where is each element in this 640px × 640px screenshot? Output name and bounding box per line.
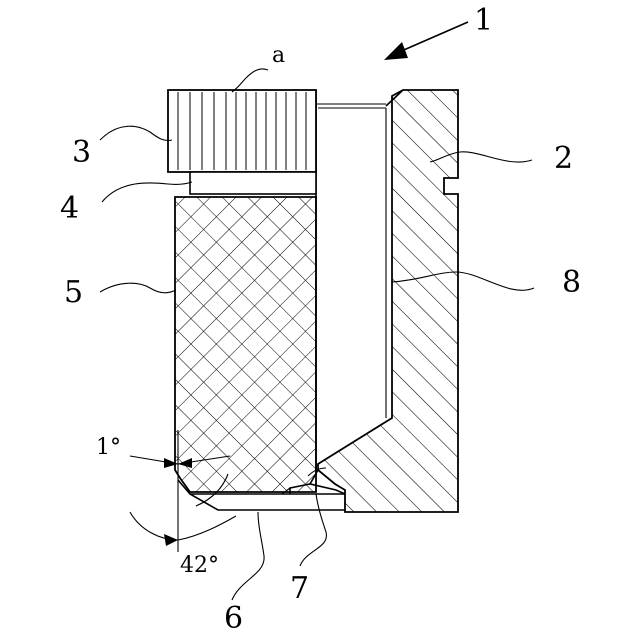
label-part2: 2: [554, 141, 573, 176]
leader-lines: [100, 69, 534, 600]
knurled-cap: [168, 90, 316, 172]
leader-5: [100, 283, 176, 293]
label-part1: 1: [474, 3, 493, 38]
mesh-core: [175, 197, 316, 492]
label-part7: 7: [290, 571, 309, 606]
leader-6: [232, 512, 264, 600]
part1-arrow: [384, 22, 468, 60]
label-part8: 8: [562, 265, 581, 300]
inner-channel: [316, 90, 403, 470]
label-angle-42: 42°: [180, 553, 219, 578]
leader-7: [300, 494, 326, 566]
label-angle-1: 1°: [96, 435, 121, 460]
label-a: a: [272, 43, 285, 68]
labels: 1 a 3 2 4 5 8 1° 42° 7 6: [60, 3, 581, 636]
label-part5: 5: [64, 275, 83, 310]
housing-body: [318, 90, 458, 512]
leader-3: [100, 126, 172, 140]
ring-gap: [190, 172, 316, 194]
label-part4: 4: [60, 191, 79, 226]
label-part3: 3: [72, 135, 91, 170]
label-part6: 6: [224, 601, 243, 636]
leader-a: [232, 69, 268, 92]
